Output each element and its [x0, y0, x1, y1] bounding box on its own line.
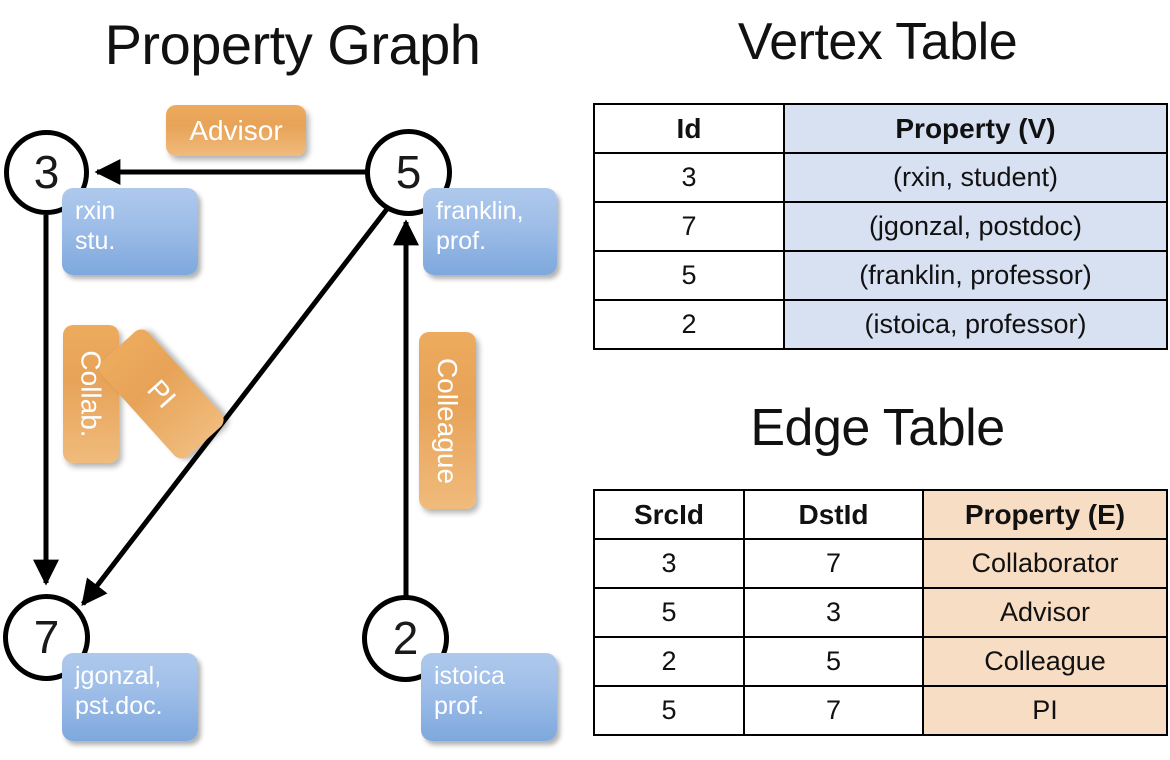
- edge-row-2-dstid: 5: [743, 636, 924, 687]
- edge-row-3-prop: PI: [922, 685, 1168, 736]
- edge-row-2-prop: Colleague: [922, 636, 1168, 687]
- vertex-property-box-2-line2: prof.: [434, 691, 485, 720]
- graph-node-7-label: 7: [33, 610, 60, 663]
- edge-table-header-dstid: DstId: [743, 489, 924, 540]
- vertex-property-box-2: istoica prof.: [421, 653, 557, 741]
- edge-row-3-srcid: 5: [593, 685, 745, 736]
- graph-node-3-label: 3: [33, 145, 60, 198]
- edge-row-0-srcid: 3: [593, 538, 745, 589]
- edge-row-1-prop: Advisor: [922, 587, 1168, 638]
- vertex-row-1-prop: (jgonzal, postdoc): [783, 201, 1168, 252]
- vertex-row-2-prop: (franklin, professor): [783, 250, 1168, 301]
- edge-table-header-srcid: SrcId: [593, 489, 745, 540]
- edge-table-header-row: SrcId DstId Property (E): [593, 489, 1168, 540]
- vertex-row-3-id: 2: [593, 299, 785, 350]
- vertex-property-box-5-line1: franklin,: [436, 197, 524, 225]
- table-row: 7 (jgonzal, postdoc): [593, 201, 1168, 252]
- edge-label-advisor-text: Advisor: [189, 114, 283, 146]
- edge-label-advisor: Advisor: [166, 105, 306, 156]
- edge-label-pi-text: PI: [141, 373, 183, 414]
- vertex-property-box-3: rxin stu.: [62, 188, 198, 275]
- edge-label-collab: Collab.: [63, 325, 119, 463]
- edge-table: SrcId DstId Property (E) 3 7 Collaborato…: [593, 489, 1168, 736]
- vertex-row-2-id: 5: [593, 250, 785, 301]
- vertex-property-box-7-line1: jgonzal,: [75, 662, 162, 690]
- graph-edges-svg: [33, 159, 419, 607]
- edge-row-3-dstid: 7: [743, 685, 924, 736]
- page-title-edge-table: Edge Table: [750, 399, 1005, 457]
- vertex-table: Id Property (V) 3 (rxin, student) 7 (jgo…: [593, 103, 1168, 350]
- graph-node-5-label: 5: [395, 145, 422, 198]
- edge-5-to-7-pi: [81, 207, 389, 607]
- edge-label-colleague-text: Colleague: [432, 357, 464, 484]
- table-row: 3 (rxin, student): [593, 152, 1168, 203]
- vertex-row-1-id: 7: [593, 201, 785, 252]
- vertex-property-box-5-line2: prof.: [436, 226, 487, 255]
- vertex-row-0-prop: (rxin, student): [783, 152, 1168, 203]
- edge-row-0-dstid: 7: [743, 538, 924, 589]
- vertex-property-box-7-line2: pst.doc.: [75, 691, 163, 720]
- vertex-table-header-id: Id: [593, 103, 785, 154]
- graph-node-2[interactable]: 2: [362, 595, 449, 682]
- table-row: 5 (franklin, professor): [593, 250, 1168, 301]
- table-row: 5 3 Advisor: [593, 587, 1168, 638]
- vertex-property-box-3-line2: stu.: [75, 226, 116, 255]
- edge-label-colleague: Colleague: [419, 332, 476, 509]
- vertex-property-box-2-line1: istoica: [434, 662, 505, 690]
- vertex-property-box-3-line1: rxin: [75, 197, 116, 225]
- vertex-row-0-id: 3: [593, 152, 785, 203]
- edge-row-0-prop: Collaborator: [922, 538, 1168, 589]
- edge-row-1-srcid: 5: [593, 587, 745, 638]
- page-title-vertex-table: Vertex Table: [737, 13, 1018, 71]
- vertex-table-header-row: Id Property (V): [593, 103, 1168, 154]
- edge-row-2-srcid: 2: [593, 636, 745, 687]
- vertex-row-3-prop: (istoica, professor): [783, 299, 1168, 350]
- vertex-table-header-prop: Property (V): [783, 103, 1168, 154]
- graph-node-2-label: 2: [392, 611, 419, 664]
- table-row: 3 7 Collaborator: [593, 538, 1168, 589]
- vertex-property-box-7: jgonzal, pst.doc.: [62, 653, 198, 741]
- table-row: 2 5 Colleague: [593, 636, 1168, 687]
- edge-table-header-prop: Property (E): [922, 489, 1168, 540]
- table-row: 2 (istoica, professor): [593, 299, 1168, 350]
- vertex-property-box-5: franklin, prof.: [423, 188, 557, 275]
- page-title-property-graph: Property Graph: [104, 13, 481, 76]
- edge-row-1-dstid: 3: [743, 587, 924, 638]
- graph-node-5[interactable]: 5: [365, 129, 452, 216]
- property-graph-diagram: 3 rxin stu. 5 franklin, prof. 7 jgonzal,…: [3, 105, 557, 741]
- table-row: 5 7 PI: [593, 685, 1168, 736]
